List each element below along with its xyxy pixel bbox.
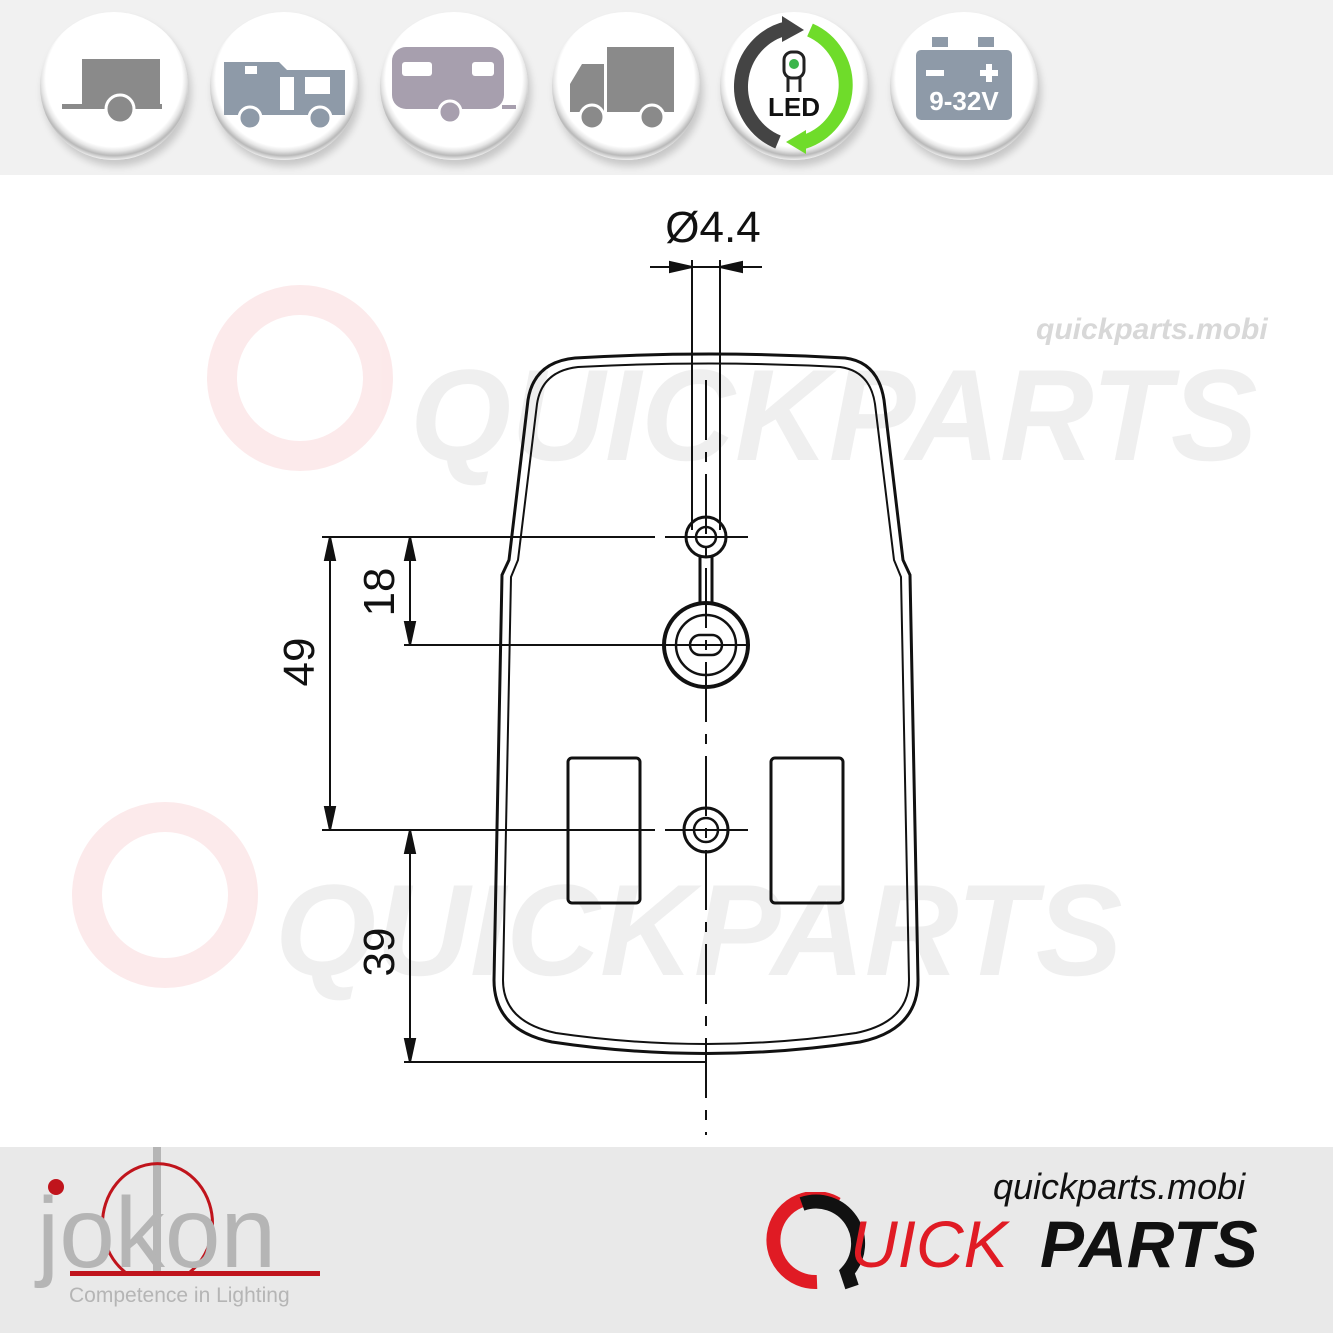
technical-drawing: QUICKPARTS QUICKPARTS Ø4.4 49 18 39 xyxy=(72,203,1257,1135)
dimension-49: 49 xyxy=(275,638,324,687)
jokon-tagline: Competence in Lighting xyxy=(69,1284,290,1307)
svg-text:QUICKPARTS: QUICKPARTS xyxy=(275,857,1122,1003)
quickparts-logo: UICK PARTS xyxy=(766,1192,1258,1290)
lamp-outline xyxy=(492,352,920,1055)
truck-icon xyxy=(552,12,700,160)
watermark-url: quickparts.mobi xyxy=(1036,313,1268,346)
dimension-lines xyxy=(322,260,762,1135)
voltage-label: 9-32V xyxy=(929,86,999,116)
svg-text:QUICKPARTS: QUICKPARTS xyxy=(410,342,1257,488)
dimension-18: 18 xyxy=(355,568,404,617)
quickparts-url: quickparts.mobi xyxy=(993,1166,1246,1207)
svg-text:PARTS: PARTS xyxy=(1040,1207,1258,1281)
svg-text:UICK: UICK xyxy=(850,1207,1011,1281)
led-icon: LED xyxy=(720,12,868,160)
caravan-icon xyxy=(380,12,528,160)
led-label: LED xyxy=(768,92,820,122)
footer: jokon Competence in Lighting xyxy=(0,1147,1333,1333)
watermark-logo: QUICKPARTS QUICKPARTS xyxy=(72,285,1257,1003)
jokon-logo: jokon xyxy=(34,1147,320,1289)
diameter-label: Ø4.4 xyxy=(665,203,760,252)
dimension-39: 39 xyxy=(355,928,404,977)
battery-icon: 9-32V xyxy=(890,12,1038,160)
svg-text:jokon: jokon xyxy=(34,1177,276,1289)
trailer-icon xyxy=(40,12,188,160)
motorhome-icon xyxy=(210,12,358,160)
feature-icons-bar: LED 9-32V xyxy=(0,0,1333,175)
